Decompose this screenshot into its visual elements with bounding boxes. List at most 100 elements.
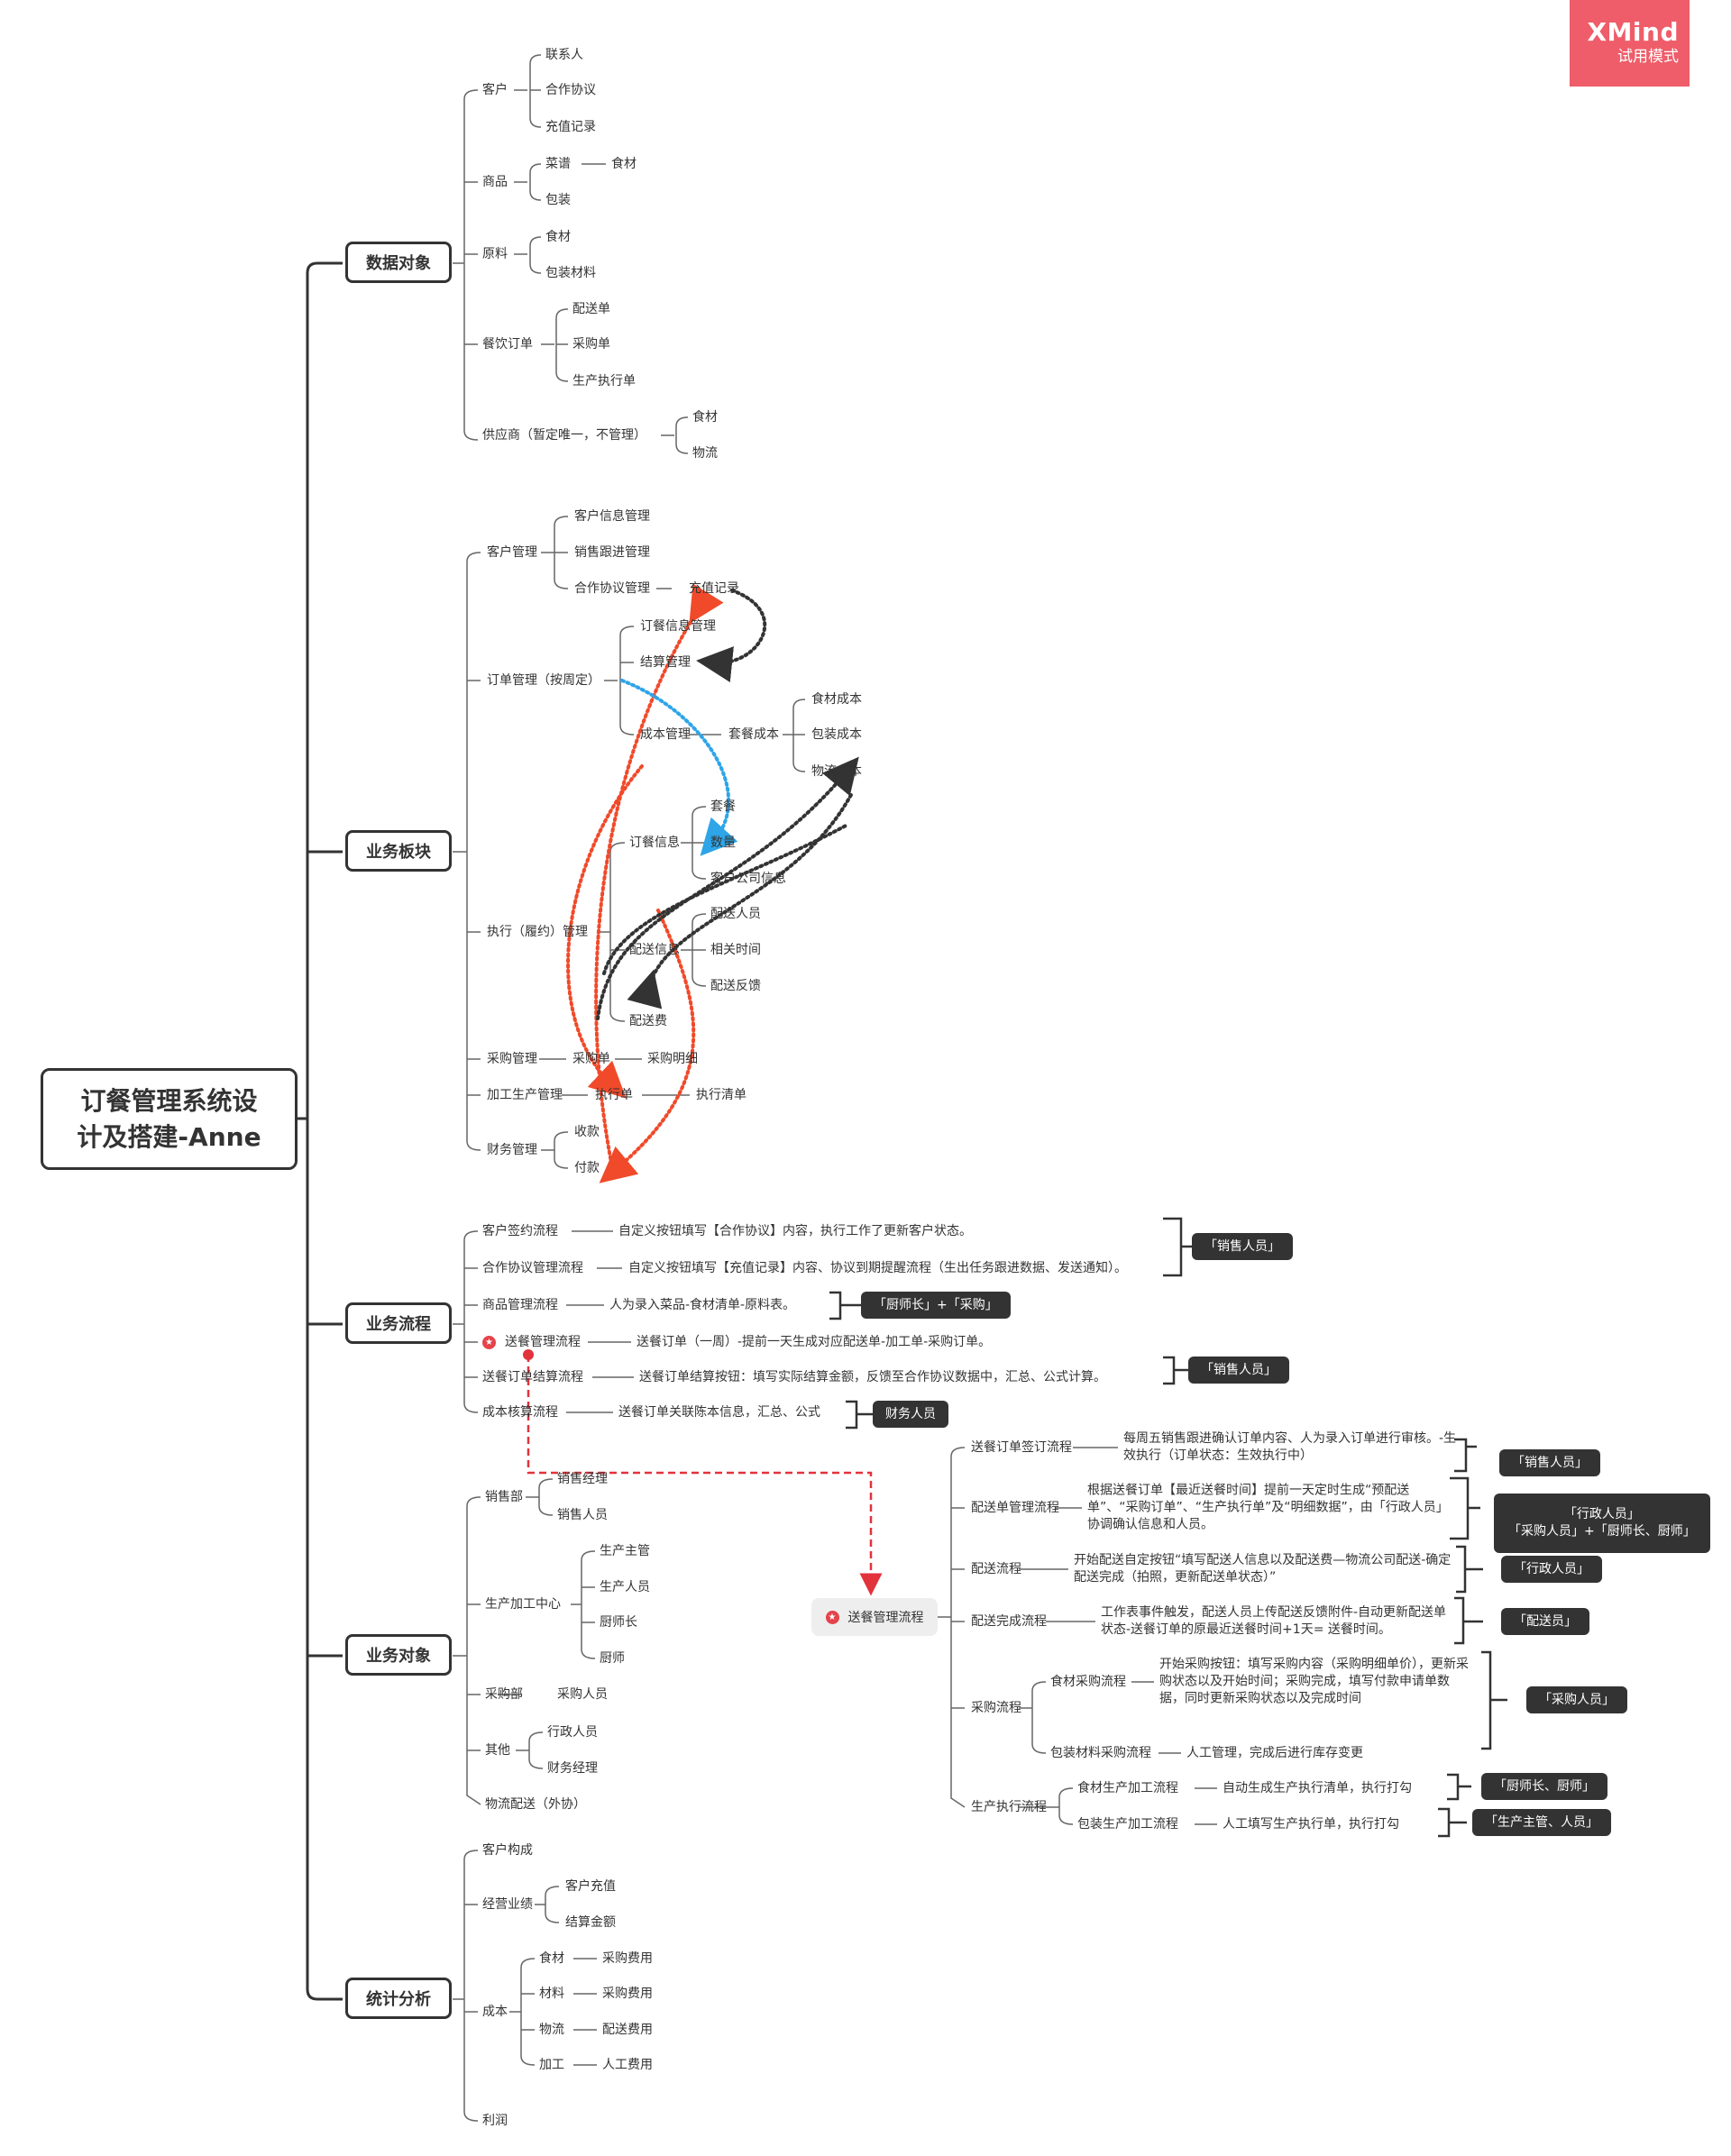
node-packaging-cost[interactable]: 包装成本	[811, 727, 862, 742]
role-tag-chef-purchase[interactable]: 「厨师长」+「采购」	[861, 1292, 1011, 1319]
node-delivery-fee[interactable]: 配送费	[629, 1014, 667, 1028]
process-order-settlement[interactable]: 送餐订单结算流程	[482, 1370, 583, 1384]
node-quantity[interactable]: 数量	[710, 836, 736, 850]
topic-statistics[interactable]: 统计分析	[345, 1978, 452, 2019]
role-tag-finance[interactable]: 财务人员	[873, 1401, 948, 1428]
node-customer-mgmt[interactable]: 客户管理	[487, 545, 537, 560]
root-topic[interactable]: 订餐管理系统设计及搭建-Anne	[41, 1068, 298, 1170]
topic-business-modules[interactable]: 业务板块	[345, 830, 452, 872]
stat-customer-recharge[interactable]: 客户充值	[565, 1879, 616, 1894]
node-food-cost[interactable]: 食材成本	[811, 692, 862, 707]
node-recharge[interactable]: 充值记录	[545, 120, 596, 134]
node-purchase-order[interactable]: 采购单	[572, 337, 610, 352]
node-material-packaging[interactable]: 包装材料	[545, 266, 596, 280]
stat-cost-processing-value[interactable]: 人工费用	[602, 2058, 653, 2072]
flow-packaging-purchase[interactable]: 包装材料采购流程	[1050, 1746, 1151, 1760]
node-purchase-mgmt[interactable]: 采购管理	[487, 1052, 537, 1066]
entity-purchase-dept[interactable]: 采购部	[485, 1687, 523, 1702]
flow-role-production-staff[interactable]: 「生产主管、人员」	[1472, 1809, 1611, 1836]
node-material-food[interactable]: 食材	[545, 230, 571, 244]
stat-cost-food-value[interactable]: 采购费用	[602, 1951, 653, 1966]
flow-purchase[interactable]: 采购流程	[971, 1701, 1021, 1715]
node-payment[interactable]: 付款	[574, 1161, 600, 1175]
node-delivery-staff[interactable]: 配送人员	[710, 907, 761, 921]
node-customer[interactable]: 客户	[482, 83, 508, 97]
entity-sales-manager[interactable]: 销售经理	[557, 1472, 608, 1486]
process-agreement-mgmt[interactable]: 合作协议管理流程	[482, 1261, 583, 1275]
entity-chef[interactable]: 厨师	[600, 1651, 625, 1666]
node-delivery-info[interactable]: 配送信息	[629, 943, 680, 957]
node-execution-list[interactable]: 执行清单	[696, 1088, 746, 1102]
stat-customer-composition[interactable]: 客户构成	[482, 1843, 533, 1858]
stat-cost-food[interactable]: 食材	[539, 1951, 564, 1966]
node-supplier-logistics[interactable]: 物流	[692, 446, 718, 461]
flow-packaging-production[interactable]: 包装生产加工流程	[1077, 1817, 1178, 1832]
node-recipe[interactable]: 菜谱	[545, 157, 571, 171]
node-purchase-detail[interactable]: 采购明细	[647, 1052, 698, 1066]
node-collection[interactable]: 收款	[574, 1125, 600, 1139]
node-order-info[interactable]: 订餐信息	[629, 836, 680, 850]
stat-cost-material-value[interactable]: 采购费用	[602, 1987, 653, 2001]
stat-cost[interactable]: 成本	[482, 2005, 508, 2019]
node-production-order[interactable]: 生产执行单	[572, 374, 636, 388]
flow-role-purchaser[interactable]: 「采购人员」	[1526, 1686, 1627, 1713]
node-contact[interactable]: 联系人	[545, 48, 583, 62]
entity-finance-manager[interactable]: 财务经理	[547, 1761, 598, 1776]
flow-food-purchase[interactable]: 食材采购流程	[1050, 1675, 1126, 1689]
stat-cost-material[interactable]: 材料	[539, 1987, 564, 2001]
node-client-company-info[interactable]: 客户公司信息	[710, 872, 786, 886]
role-tag-sales[interactable]: 「销售人员」	[1192, 1233, 1293, 1260]
node-settlement-mgmt[interactable]: 结算管理	[640, 655, 691, 670]
flow-delivery-order-mgmt[interactable]: 配送单管理流程	[971, 1501, 1059, 1515]
flow-delivery-complete[interactable]: 配送完成流程	[971, 1614, 1047, 1629]
entity-production-staff[interactable]: 生产人员	[600, 1580, 650, 1594]
entity-sales-dept[interactable]: 销售部	[485, 1490, 523, 1504]
node-package-cost[interactable]: 套餐成本	[728, 727, 779, 742]
entity-admin-staff[interactable]: 行政人员	[547, 1725, 598, 1740]
entity-other[interactable]: 其他	[485, 1743, 510, 1758]
node-related-time[interactable]: 相关时间	[710, 943, 761, 957]
floating-delivery-flow[interactable]: ★送餐管理流程	[811, 1598, 938, 1636]
node-goods[interactable]: 商品	[482, 175, 508, 189]
stat-settlement-amount[interactable]: 结算金额	[565, 1915, 616, 1930]
node-catering-order[interactable]: 餐饮订单	[482, 337, 533, 352]
node-supplier[interactable]: 供应商（暂定唯一，不管理）	[482, 428, 646, 443]
node-delivery-order[interactable]: 配送单	[572, 302, 610, 316]
entity-head-chef[interactable]: 厨师长	[600, 1615, 637, 1630]
node-customer-info-mgmt[interactable]: 客户信息管理	[574, 509, 650, 524]
node-supplier-food[interactable]: 食材	[692, 410, 718, 425]
topic-business-entities[interactable]: 业务对象	[345, 1634, 452, 1676]
entity-purchaser[interactable]: 采购人员	[557, 1687, 608, 1702]
node-delivery-feedback[interactable]: 配送反馈	[710, 979, 761, 993]
node-recipe-ingredient[interactable]: 食材	[611, 157, 637, 171]
node-packaging[interactable]: 包装	[545, 193, 571, 207]
stat-profit[interactable]: 利润	[482, 2114, 508, 2128]
node-fulfillment-mgmt[interactable]: 执行（履约）管理	[487, 925, 588, 939]
flow-role-courier[interactable]: 「配送员」	[1501, 1608, 1589, 1635]
node-purchase-order-2[interactable]: 采购单	[572, 1052, 610, 1066]
node-production-mgmt[interactable]: 加工生产管理	[487, 1088, 563, 1102]
node-package[interactable]: 套餐	[710, 799, 736, 814]
topic-business-processes[interactable]: 业务流程	[345, 1302, 452, 1344]
node-order-mgmt[interactable]: 订单管理（按周定）	[487, 673, 600, 688]
node-logistics-cost[interactable]: 物流成本	[811, 764, 862, 779]
node-finance-mgmt[interactable]: 财务管理	[487, 1143, 537, 1157]
flow-role-chefs[interactable]: 「厨师长、厨师」	[1481, 1773, 1607, 1800]
node-cost-mgmt[interactable]: 成本管理	[640, 727, 691, 742]
flow-order-signing[interactable]: 送餐订单签订流程	[971, 1440, 1072, 1455]
node-recharge-record[interactable]: 充值记录	[689, 581, 739, 596]
node-agreement-mgmt[interactable]: 合作协议管理	[574, 581, 650, 596]
stat-cost-logistics[interactable]: 物流	[539, 2023, 564, 2037]
node-sales-follow-mgmt[interactable]: 销售跟进管理	[574, 545, 650, 560]
process-customer-signing[interactable]: 客户签约流程	[482, 1224, 558, 1238]
entity-production-center[interactable]: 生产加工中心	[485, 1597, 561, 1612]
flow-delivery[interactable]: 配送流程	[971, 1562, 1021, 1576]
process-cost-accounting[interactable]: 成本核算流程	[482, 1405, 558, 1420]
stat-cost-logistics-value[interactable]: 配送费用	[602, 2023, 653, 2037]
entity-production-supervisor[interactable]: 生产主管	[600, 1544, 650, 1558]
flow-production[interactable]: 生产执行流程	[971, 1800, 1047, 1814]
process-goods-mgmt[interactable]: 商品管理流程	[482, 1298, 558, 1312]
topic-data-objects[interactable]: 数据对象	[345, 242, 452, 283]
node-execution-order[interactable]: 执行单	[595, 1088, 633, 1102]
entity-sales-staff[interactable]: 销售人员	[557, 1508, 608, 1522]
